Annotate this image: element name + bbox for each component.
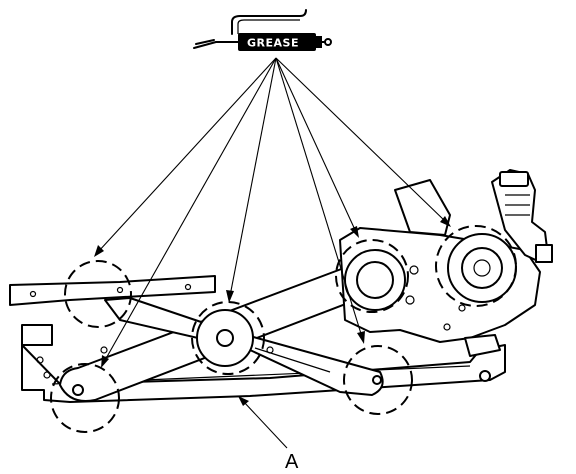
- upper-left-rail: [9, 275, 216, 306]
- callout-a: [238, 396, 288, 449]
- grease-point-lower-right: [343, 345, 413, 415]
- grease-leader-arrows: [94, 57, 451, 368]
- grease-point-center-pivot: [191, 301, 265, 375]
- grease-point-motor-gear: [435, 225, 517, 307]
- callout-a-label: A: [285, 451, 299, 473]
- center-pivot: [196, 309, 254, 367]
- grease-point-sector-gear: [335, 239, 409, 313]
- grease-points: [50, 225, 517, 433]
- grease-tube-icon: [193, 9, 332, 51]
- grease-label: GREASE: [247, 37, 299, 50]
- grease-point-lower-left: [50, 363, 120, 433]
- grease-point-upper-rail: [64, 260, 132, 328]
- motor-gear-assembly: [339, 169, 553, 357]
